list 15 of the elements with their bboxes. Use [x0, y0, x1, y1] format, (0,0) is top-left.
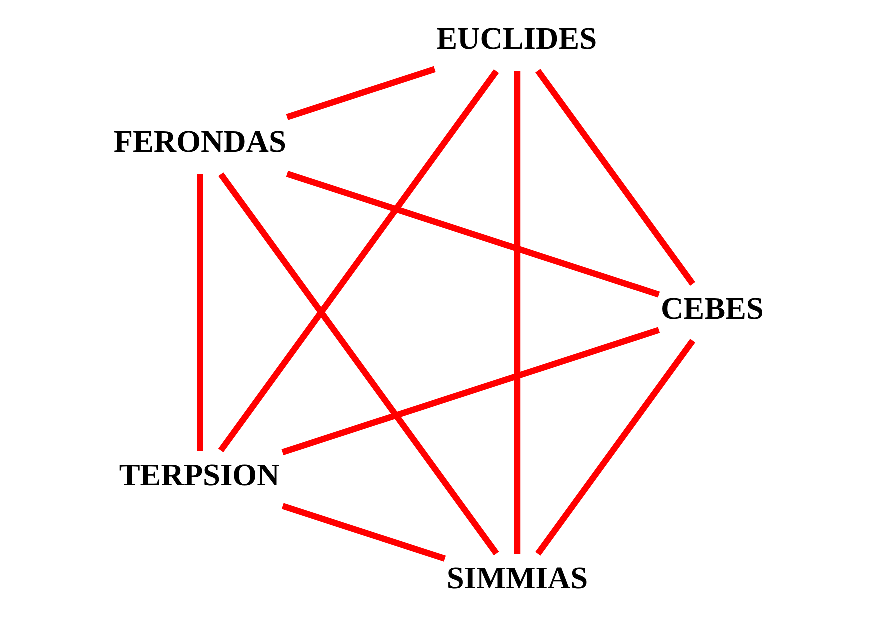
- connector: [196, 174, 203, 451]
- connector: [286, 66, 436, 120]
- node-text: SIMMIAS: [446, 560, 588, 596]
- connector: [535, 69, 695, 286]
- node-text: EUCLIDES: [436, 20, 597, 56]
- node-text: CEBES: [660, 290, 764, 326]
- connector: [514, 71, 520, 554]
- connector: [218, 70, 499, 452]
- connector: [286, 171, 660, 298]
- connector: [281, 503, 446, 562]
- connector: [535, 339, 695, 556]
- connector: [218, 172, 499, 556]
- node-text: TERPSION: [118, 458, 280, 493]
- connector: [281, 327, 660, 456]
- node-text: FERONDAS: [113, 124, 286, 159]
